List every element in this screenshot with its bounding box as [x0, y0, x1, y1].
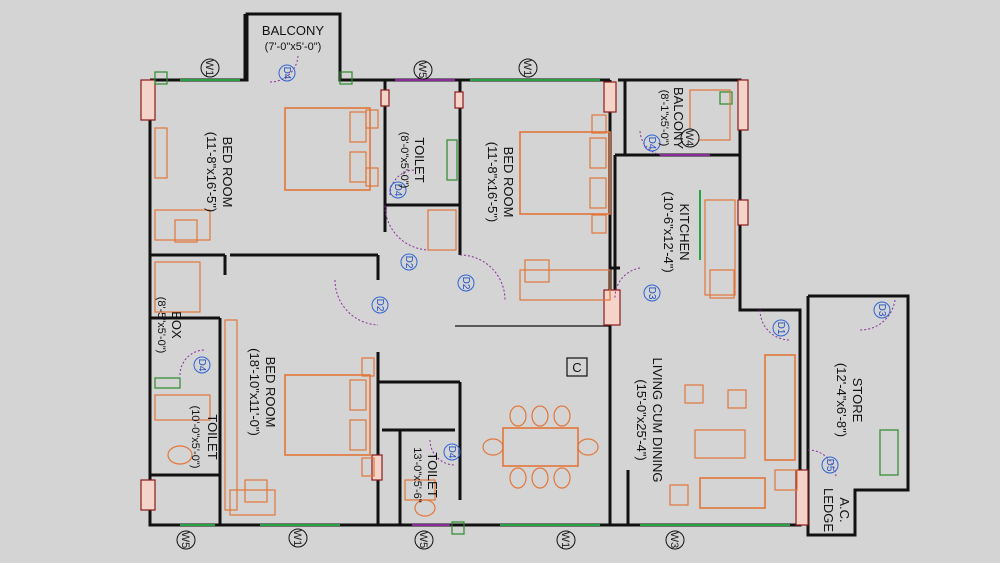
columns	[140, 79, 809, 526]
toilet3-name: TOILET	[425, 452, 440, 497]
door-d4-toilet2: D4	[196, 359, 207, 372]
door-d1-main: D1	[775, 322, 786, 335]
window-w1-top-right: W1	[521, 60, 533, 77]
door-d3-kitchen: D3	[646, 287, 657, 300]
box-size: (8'-5"x5'-0")	[155, 297, 167, 354]
toilet1-name: TOILET	[412, 137, 427, 182]
window-w5-bottom-left: W5	[179, 532, 191, 549]
kitchen-name: KITCHEN	[677, 203, 692, 260]
door-d4-balcony-right: D4	[646, 137, 657, 150]
bedroom2-name: BED ROOM	[501, 147, 516, 218]
door-d5-ledge: D5	[824, 459, 835, 472]
window-w1-bottom-left: W1	[291, 530, 303, 547]
window-w4: W4	[683, 130, 695, 147]
window-w5-bottom: W5	[417, 532, 429, 549]
door-markers: D4 D4 D2 D2 D2 D4 D4 D3 D4 D1 D3 D5	[193, 64, 891, 474]
toilet2-name: TOILET	[205, 414, 220, 459]
ac-ledge-line1: A.C.	[837, 497, 852, 522]
balcony-top-name: BALCONY	[262, 23, 324, 38]
window-w5-top: W5	[416, 62, 428, 79]
ac-ledge-line2: LEDGE	[821, 488, 836, 532]
door-d4-toilet1: D4	[392, 184, 403, 197]
box-name: BOX	[169, 311, 184, 339]
store-size: (12'-4"x6'-8")	[834, 363, 849, 437]
centre-mark-label: C	[572, 360, 581, 375]
door-d2-bed3: D2	[374, 299, 385, 312]
window-markers: W1 W5 W1 W4 W5 W1 W5 W1 W3	[176, 58, 700, 550]
bedroom1-size: (11'-8"x16'-5")	[204, 132, 219, 212]
furniture	[154, 89, 798, 517]
toilet2-size: (10'-0"x5'-0")	[189, 406, 201, 469]
living-size: (15'-0"x25'-4")	[634, 379, 649, 460]
door-d2-bed2: D2	[460, 277, 471, 290]
room-labels: BALCONY (7'-0"x5'-0") BED ROOM (11'-8"x1…	[155, 23, 865, 532]
windows	[154, 71, 899, 535]
door-d3-store: D3	[876, 304, 887, 317]
window-w1-bottom-right: W1	[559, 532, 571, 549]
door-d2-bed1: D2	[403, 256, 414, 269]
door-swings	[179, 55, 896, 479]
bedroom2-size: (11'-8"x16'-5")	[485, 142, 500, 222]
bedroom3-size: (18'-10"x11'-0")	[247, 348, 262, 436]
balcony-right-name: BALCONY	[671, 87, 686, 149]
bedroom3-name: BED ROOM	[263, 357, 278, 428]
door-d4-toilet3: D4	[446, 446, 457, 459]
door-d4-balcony: D4	[281, 67, 292, 80]
balcony-right-size: (8'-1"x5'-0")	[658, 90, 670, 147]
store-name: STORE	[850, 378, 865, 423]
window-w3: W3	[668, 532, 680, 549]
window-w1-top-left: W1	[203, 60, 215, 77]
centre-mark: C	[566, 357, 588, 377]
living-name: LIVING CUM DINING	[650, 358, 665, 483]
bedroom1-name: BED ROOM	[220, 137, 235, 208]
kitchen-size: (10'-6"x12'-4")	[661, 191, 676, 272]
toilet1-size: (8'-0"x5'-0")	[398, 132, 410, 189]
toilet3-size: 13'-0"x5'-6"	[411, 447, 423, 503]
balcony-top-size: (7'-0"x5'-0")	[265, 41, 322, 53]
